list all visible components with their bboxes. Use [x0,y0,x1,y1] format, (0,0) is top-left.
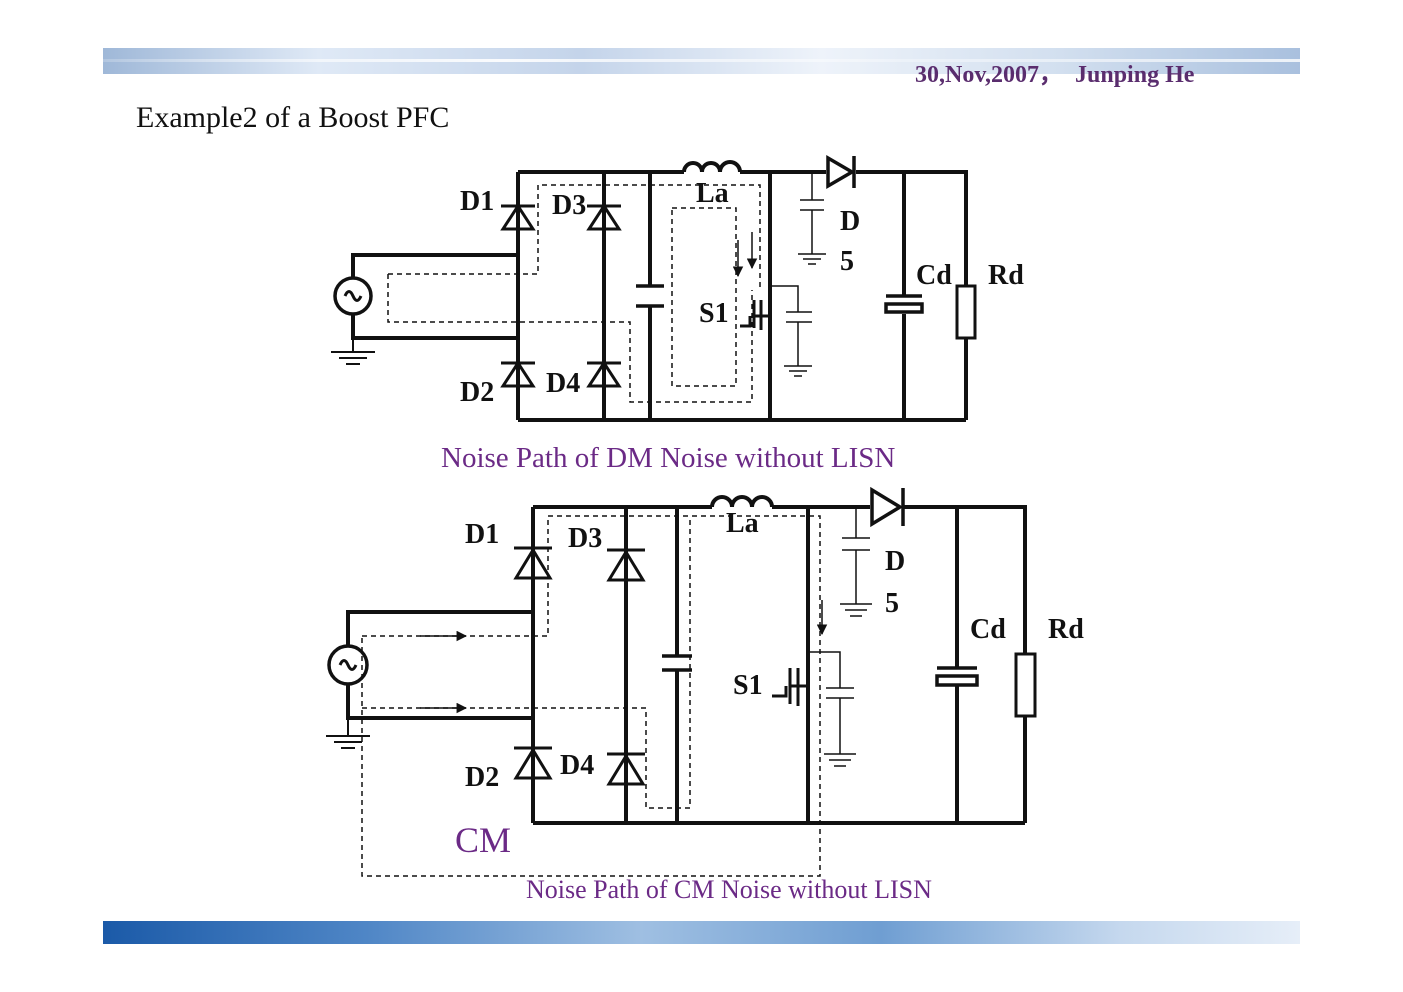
cm-label-d5-bottom: 5 [885,588,899,619]
dm-label-d4: D4 [546,368,580,399]
dm-label-d5-top: D [840,206,860,237]
dm-caption: Noise Path of DM Noise without LISN [441,442,895,474]
dm-wire-bottom-input [351,314,518,340]
dm-resistor-rd-icon [955,284,977,340]
dm-label-la: La [696,178,729,209]
cm-label-d4: D4 [560,750,594,781]
dm-label-rd: Rd [988,260,1024,291]
dm-diode-d1-icon [500,203,536,231]
cm-label-d3: D3 [568,523,602,554]
cm-output-capacitor-cd-icon [935,666,979,687]
cm-mosfet-s1-icon [772,652,810,706]
dm-ground-icon [331,338,375,365]
cm-label-cd: Cd [970,614,1006,645]
cm-ground-icon [326,718,370,749]
cm-diode-d3-icon [606,548,646,582]
cm-diode-d5-icon [870,486,905,528]
footer-band [103,921,1300,944]
dm-label-d2: D2 [460,377,494,408]
cm-wire-bottom-input [346,684,533,720]
dm-noise-arrows [732,232,758,278]
dm-diode-d2-icon [500,360,536,388]
dm-diode-d3-icon [586,203,622,231]
cm-label-d5-top: D [885,546,905,577]
cm-label-d1: D1 [465,519,499,550]
cm-parasitic-elements [808,507,872,767]
cm-diode-d2-icon [513,746,553,780]
cm-input-capacitor-icon [662,654,692,672]
dm-noise-path [387,184,761,403]
dm-label-s1: S1 [699,298,729,329]
cm-inductor-la-icon [710,495,774,508]
cm-diode-d1-icon [513,546,553,580]
dm-label-d3: D3 [552,190,586,221]
cm-circuit [326,505,1027,825]
cm-resistor-rd-icon [1014,652,1037,718]
header-date-author: 30,Nov,2007， Junping He [915,62,1195,88]
cm-caption: Noise Path of CM Noise without LISN [526,875,932,904]
cm-wire-top-input [346,610,533,646]
dm-circuit [331,170,968,422]
dm-input-capacitor-icon [636,284,664,308]
dm-parasitic-elements [770,172,826,377]
dm-label-cd: Cd [916,260,952,291]
cm-label-rd: Rd [1048,614,1084,645]
dm-label-d1: D1 [460,186,494,217]
dm-diode-d4-icon [586,360,622,388]
dm-inductor-la-icon [682,160,742,173]
cm-label-la: La [726,508,759,539]
dm-mosfet-s1-icon [740,286,772,330]
cm-label-s1: S1 [733,670,763,701]
dm-ac-source-icon [333,276,373,316]
cm-label-d2: D2 [465,762,499,793]
cm-label: CM [455,820,511,860]
dm-diode-d5-icon [826,154,856,190]
cm-noise-path [361,515,821,877]
dm-label-d5-bottom: 5 [840,246,854,277]
dm-output-capacitor-cd-icon [884,294,924,314]
dm-wire-top-input [351,253,518,278]
cm-diode-d4-icon [606,752,646,786]
slide-title: Example2 of a Boost PFC [136,101,450,134]
cm-noise-arrows [420,600,828,714]
header-band [103,48,1300,74]
